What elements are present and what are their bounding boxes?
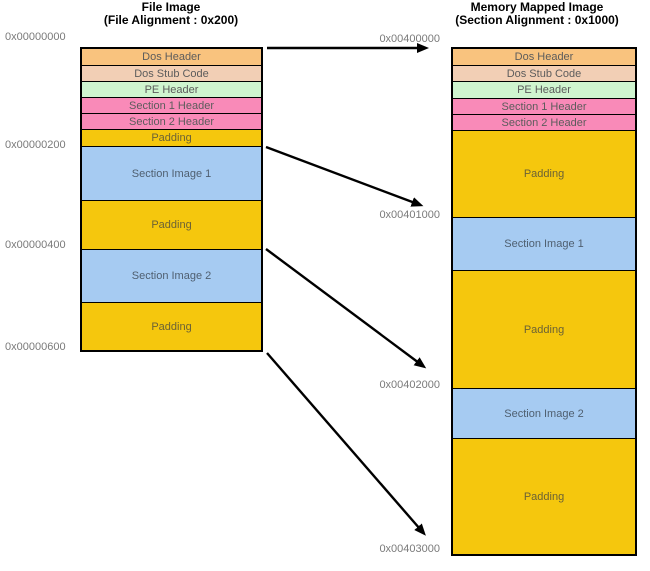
memory-address-0x00400000: 0x00400000 (379, 33, 440, 45)
memory-address-0x00401000: 0x00401000 (379, 209, 440, 221)
memory-address-0x00402000: 0x00402000 (379, 379, 440, 391)
memory-block-dos-stub-code: Dos Stub Code (453, 66, 635, 82)
file-block-pe-header: PE Header (82, 82, 261, 98)
memory-block-section-2-header: Section 2 Header (453, 115, 635, 131)
arrow-section-image-2-mapping (265, 248, 427, 369)
file-address-0x00000200: 0x00000200 (5, 139, 66, 151)
arrow-section-image-1-mapping (265, 145, 424, 207)
file-block-section-1-header: Section 1 Header (82, 98, 261, 114)
memory-address-0x00403000: 0x00403000 (379, 543, 440, 555)
file-address-0x00000400: 0x00000400 (5, 239, 66, 251)
memory-mapped-image-box: Dos Header Dos Stub Code PE Header Secti… (451, 47, 637, 556)
memory-mapped-title: Memory Mapped Image (470, 0, 604, 14)
memory-mapped-subtitle: (Section Alignment : 0x1000) (455, 13, 619, 27)
file-address-0x00000000: 0x00000000 (5, 31, 66, 43)
memory-block-section-1-header: Section 1 Header (453, 99, 635, 115)
file-image-title-block: File Image (File Alignment : 0x200) (61, 1, 281, 27)
file-block-section-image-2: Section Image 2 (82, 250, 261, 303)
memory-block-padding-2: Padding (453, 271, 635, 389)
file-image-box: Dos Header Dos Stub Code PE Header Secti… (80, 47, 263, 352)
memory-block-section-image-2: Section Image 2 (453, 389, 635, 439)
file-block-section-2-header: Section 2 Header (82, 114, 261, 130)
memory-block-pe-header: PE Header (453, 82, 635, 99)
file-image-subtitle: (File Alignment : 0x200) (103, 13, 239, 27)
memory-block-padding-3: Padding (453, 439, 635, 554)
memory-block-padding-1: Padding (453, 131, 635, 218)
memory-mapped-title-block: Memory Mapped Image (Section Alignment :… (427, 1, 647, 27)
memory-block-section-image-1: Section Image 1 (453, 218, 635, 271)
file-address-0x00000600: 0x00000600 (5, 341, 66, 353)
file-image-title: File Image (141, 0, 201, 14)
file-block-padding-1: Padding (82, 130, 261, 147)
file-block-padding-3: Padding (82, 303, 261, 350)
memory-block-dos-header: Dos Header (453, 49, 635, 66)
file-block-dos-header: Dos Header (82, 49, 261, 66)
file-block-padding-2: Padding (82, 201, 261, 250)
file-block-section-image-1: Section Image 1 (82, 147, 261, 201)
file-block-dos-stub-code: Dos Stub Code (82, 66, 261, 82)
